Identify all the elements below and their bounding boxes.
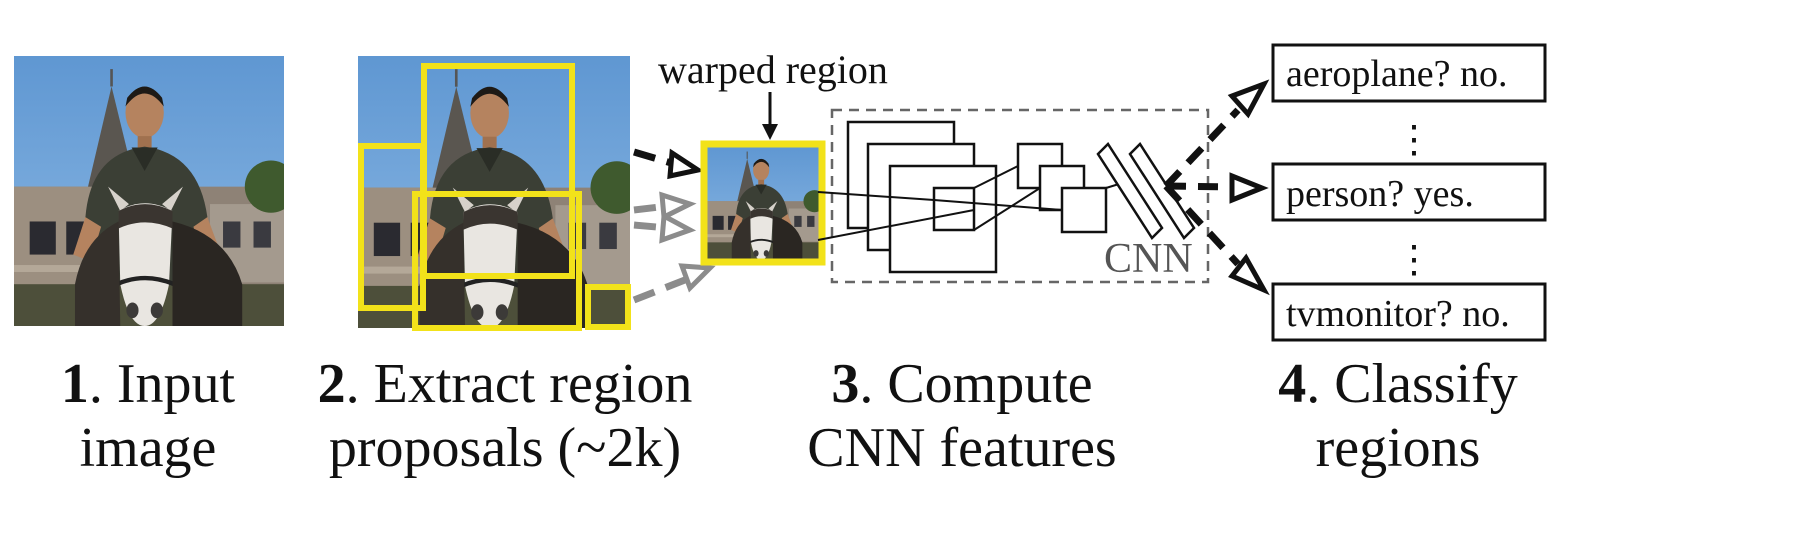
dashed-arrow: [633, 202, 669, 214]
class-label: person? yes.: [1286, 173, 1474, 215]
proposal-boxes: [358, 63, 631, 331]
arrow-head: [1227, 79, 1270, 119]
step-4-title: 4. Classify: [1278, 353, 1518, 415]
class-label: tvmonitor? no.: [1286, 293, 1510, 335]
warped-region: [700, 140, 826, 266]
fc-layer: [1096, 142, 1164, 240]
arrow-head: [659, 191, 697, 221]
ellipsis: ⋮: [1395, 119, 1433, 161]
proposal-box: [412, 191, 582, 331]
class-box: [1271, 162, 1547, 222]
step-2-title: 2. Extract region: [318, 353, 693, 415]
step-4-subtitle: regions: [1316, 417, 1481, 479]
proposal-image: [358, 56, 631, 331]
arrow-head: [678, 263, 716, 293]
feature-map: [932, 186, 976, 232]
arrow-head: [667, 148, 705, 180]
arrow-head: [1229, 172, 1269, 204]
conv-line: [817, 209, 975, 241]
dashed-arrow: [1163, 107, 1241, 189]
step-1-title: 1. Input: [61, 353, 236, 415]
arrow-head: [1228, 253, 1270, 296]
dashed-arrow: [633, 221, 669, 232]
conv-line: [973, 165, 1019, 189]
arrow-head: [762, 124, 778, 140]
proposal-arrows: [632, 148, 716, 304]
class-label: aeroplane? no.: [1286, 53, 1508, 95]
conv-line: [817, 191, 935, 201]
dashed-arrow: [632, 274, 692, 304]
step-2-subtitle: proposals (~2k): [329, 417, 681, 479]
fc-layer: [1128, 142, 1196, 240]
feature-map: [1060, 186, 1108, 234]
classifier-arrows: [1163, 107, 1241, 267]
class-box: [1271, 43, 1547, 103]
class-box: [1271, 282, 1547, 342]
arrow-head: [659, 211, 697, 244]
dashed-arrow: [1165, 182, 1237, 191]
warped-region-label: warped region: [658, 47, 888, 92]
cnn-dashed-box: [830, 108, 1210, 284]
conv-line: [973, 187, 1041, 231]
step-3-subtitle: CNN features: [807, 417, 1116, 479]
class-outputs: aeroplane? no. ⋮ person? yes. ⋮ tvmonito…: [1271, 43, 1547, 342]
ellipsis: ⋮: [1395, 239, 1433, 281]
step-captions: 1. Input image 2. Extract region proposa…: [61, 353, 1518, 479]
conv-line: [933, 199, 1063, 211]
proposal-box: [358, 143, 426, 311]
cnn-block: CNN: [817, 108, 1210, 284]
dashed-arrow: [1163, 183, 1241, 267]
input-image: [14, 56, 297, 326]
step-3-title: 3. Compute: [831, 353, 1092, 415]
step-1-subtitle: image: [80, 417, 217, 479]
proposal-box: [585, 284, 631, 330]
cnn-label: CNN: [1104, 236, 1193, 282]
